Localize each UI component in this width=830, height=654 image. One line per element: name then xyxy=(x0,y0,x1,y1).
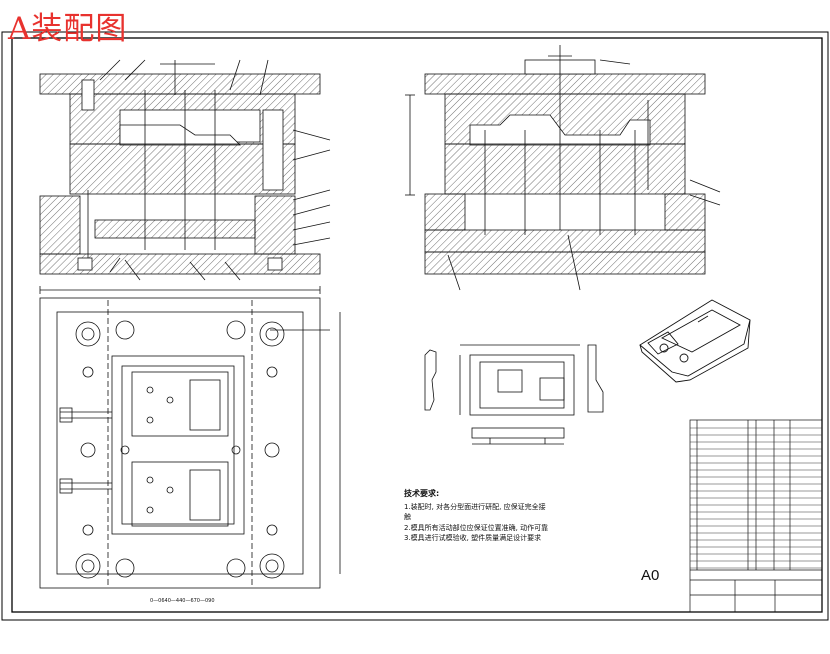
drawing-title: A装配图 xyxy=(8,11,128,47)
title-block xyxy=(689,419,823,613)
side-section-view xyxy=(405,45,721,291)
note-item-1: 1.装配时, 对各分型面进行研配, 应保证完全接触 xyxy=(404,502,546,522)
technical-notes: 技术要求: 1.装配时, 对各分型面进行研配, 应保证完全接触 2.模具所有活动… xyxy=(404,489,552,544)
parts-list-rows xyxy=(690,427,822,569)
dimension-note: 0—0640—440—670—090 xyxy=(150,598,215,604)
front-section-view xyxy=(39,59,331,281)
part-detail-views xyxy=(424,344,604,445)
note-item-2: 2.模具所有活动部位应保证位置准确, 动作可靠 xyxy=(404,523,549,532)
outer-border xyxy=(1,31,829,621)
notes-heading: 技术要求: xyxy=(404,489,440,498)
inner-border xyxy=(11,37,823,613)
sheet-size-label: A0 xyxy=(641,567,660,584)
note-item-3: 3.模具进行试模验收, 塑件质量满足设计要求 xyxy=(404,534,542,542)
plan-view xyxy=(39,286,341,589)
isometric-part-view xyxy=(639,299,751,383)
